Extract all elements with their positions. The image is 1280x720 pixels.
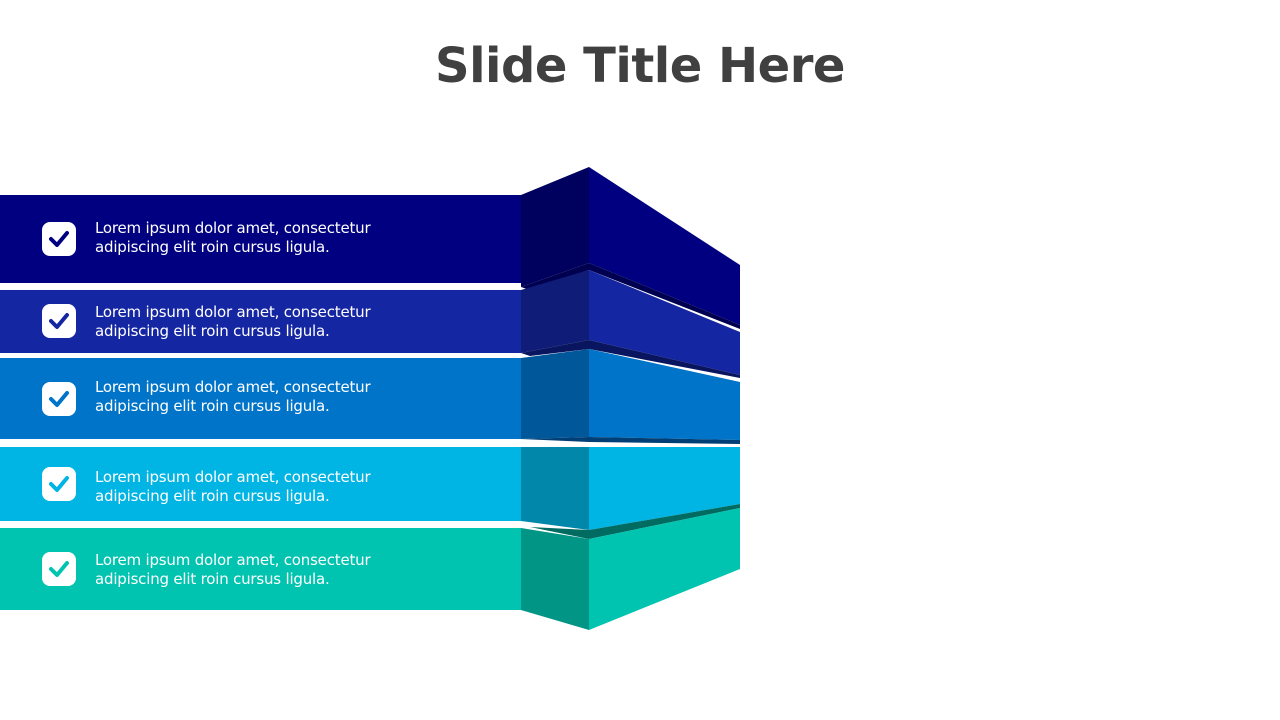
block-5-shadow (530, 504, 740, 539)
block-4-side (521, 447, 589, 530)
band-3: Lorem ipsum dolor amet, consectetur adip… (0, 358, 521, 439)
block-1-front (589, 167, 740, 325)
item-text-line1: Lorem ipsum dolor amet, consectetur (95, 219, 371, 237)
item-text-line1: Lorem ipsum dolor amet, consectetur (95, 378, 371, 396)
block-1-shadow (521, 263, 740, 329)
block-5-side (521, 528, 589, 630)
block-5-front (589, 508, 740, 630)
item-text: Lorem ipsum dolor amet, consectetur adip… (95, 303, 425, 341)
checkbox-icon (42, 467, 76, 501)
item-text-line2: adipiscing elit roin cursus ligula. (95, 322, 330, 340)
block-2-shadow (521, 340, 740, 378)
block-2-front (589, 270, 740, 375)
item-text-line1: Lorem ipsum dolor amet, consectetur (95, 551, 371, 569)
block-3-side (521, 349, 589, 439)
item-text-line1: Lorem ipsum dolor amet, consectetur (95, 303, 371, 321)
item-text: Lorem ipsum dolor amet, consectetur adip… (95, 551, 425, 589)
checkbox-icon (42, 382, 76, 416)
block-3-shadow (521, 437, 740, 444)
band-1: Lorem ipsum dolor amet, consectetur adip… (0, 195, 521, 283)
block-3-front (589, 349, 740, 440)
checkmark-icon (49, 231, 69, 247)
item-text-line1: Lorem ipsum dolor amet, consectetur (95, 468, 371, 486)
checkmark-icon (49, 313, 69, 329)
item-text: Lorem ipsum dolor amet, consectetur adip… (95, 468, 425, 506)
block-4-front (589, 447, 740, 530)
band-4: Lorem ipsum dolor amet, consectetur adip… (0, 447, 521, 521)
checkmark-icon (49, 561, 69, 577)
item-text-line2: adipiscing elit roin cursus ligula. (95, 487, 330, 505)
checkmark-icon (49, 476, 69, 492)
block-1-side (521, 167, 589, 287)
checkbox-icon (42, 304, 76, 338)
item-text-line2: adipiscing elit roin cursus ligula. (95, 238, 330, 256)
item-text-line2: adipiscing elit roin cursus ligula. (95, 570, 330, 588)
checkmark-icon (49, 391, 69, 407)
band-5: Lorem ipsum dolor amet, consectetur adip… (0, 528, 521, 610)
item-text: Lorem ipsum dolor amet, consectetur adip… (95, 219, 425, 257)
checkbox-icon (42, 552, 76, 586)
band-2: Lorem ipsum dolor amet, consectetur adip… (0, 290, 521, 353)
checkbox-icon (42, 222, 76, 256)
item-text: Lorem ipsum dolor amet, consectetur adip… (95, 378, 425, 416)
item-text-line2: adipiscing elit roin cursus ligula. (95, 397, 330, 415)
block-2-side (521, 270, 589, 353)
slide-title: Slide Title Here (435, 38, 845, 94)
